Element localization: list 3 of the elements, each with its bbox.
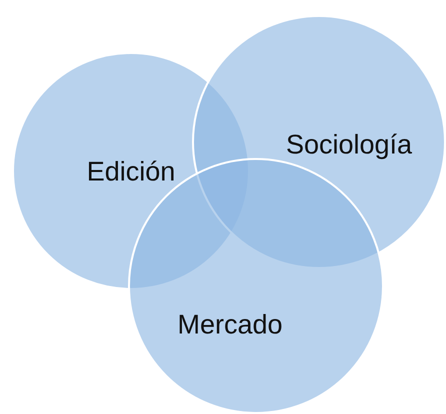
circle-label: Sociología bbox=[286, 130, 412, 160]
circle-label: Mercado bbox=[177, 310, 283, 340]
circle-label: Edición bbox=[86, 156, 176, 188]
